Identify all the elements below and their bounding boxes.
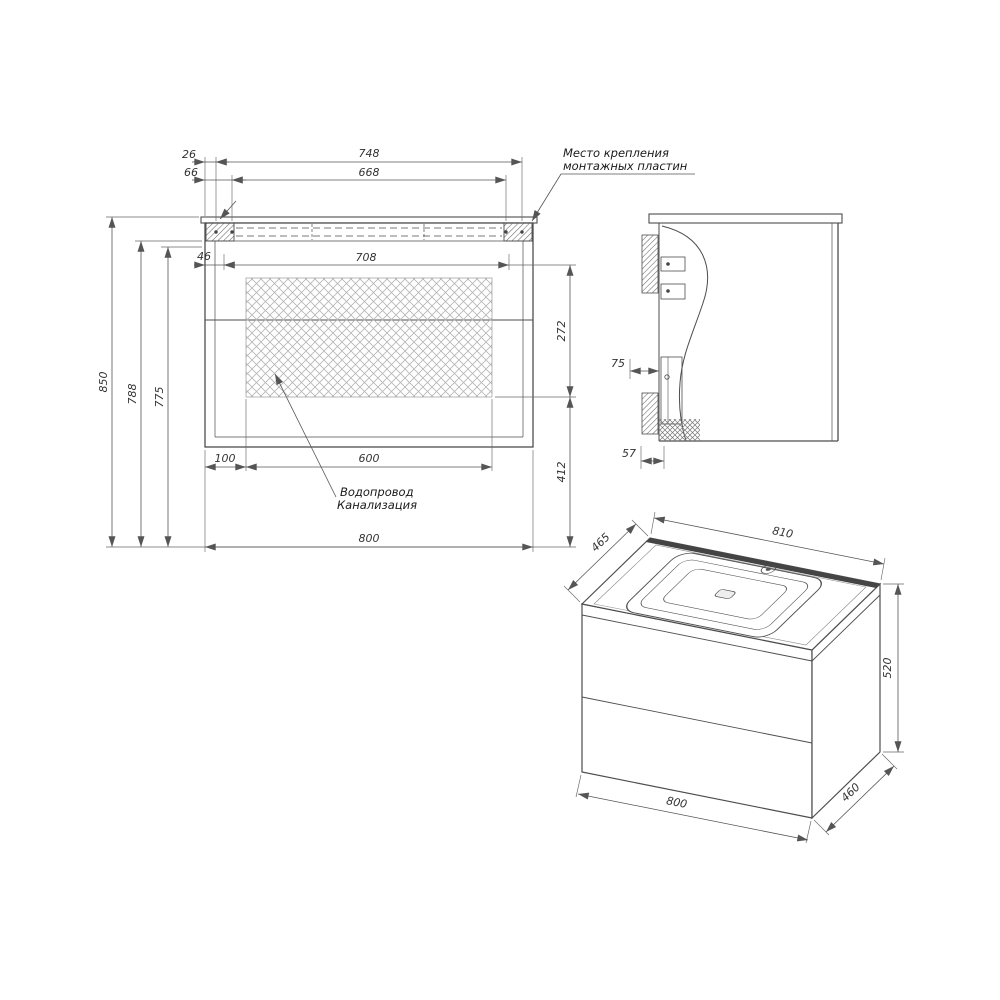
label-mounting-line1: Место крепления — [563, 146, 669, 160]
side-bottom-hatch — [659, 419, 700, 441]
mounting-plate-right — [503, 222, 533, 242]
side-lower-bracket — [660, 356, 683, 425]
iso-basin — [626, 552, 822, 638]
dim-668: 668 — [359, 166, 380, 179]
dim-600: 600 — [359, 452, 380, 465]
dim-708: 708 — [356, 251, 377, 264]
dim-75: 75 — [611, 357, 625, 370]
dim-810: 810 — [771, 524, 794, 541]
dim-272: 272 — [555, 321, 568, 342]
mounting-annotation: Место крепления монтажных пластин — [219, 146, 695, 222]
dim-850: 850 — [97, 372, 110, 393]
front-view: 26 748 66 668 46 708 — [97, 146, 695, 552]
isometric-view: 465 810 520 800 460 — [563, 511, 904, 844]
side-wall-plate-top — [641, 234, 659, 294]
dim-row-second: 66 668 — [184, 166, 507, 221]
dim-iso-800: 800 — [665, 794, 688, 811]
plumbing-annotation: Водопровод Канализация — [274, 373, 417, 512]
side-view: 75 57 — [611, 213, 843, 469]
countertop-front — [200, 216, 538, 224]
dim-side-75: 75 — [611, 357, 659, 379]
dim-iso-810: 810 — [650, 511, 886, 581]
dim-bottom: 100 600 800 — [204, 399, 534, 552]
dim-788: 788 — [126, 384, 139, 405]
dim-26: 26 — [182, 148, 196, 161]
dim-46: 46 — [197, 250, 211, 263]
dim-row-top: 26 748 — [182, 147, 523, 221]
side-countertop — [648, 213, 843, 224]
dim-left-heights: 850 788 775 — [97, 216, 576, 548]
dim-iso-520: 520 — [881, 583, 904, 753]
label-plumbing-line2: Канализация — [337, 498, 417, 512]
label-mounting-line2: монтажных пластин — [563, 159, 688, 173]
dim-side-57: 57 — [622, 446, 665, 469]
dim-iso-800: 800 — [575, 774, 812, 844]
dim-465: 465 — [589, 531, 613, 555]
plumbing-zone-hatch — [245, 277, 493, 398]
side-profile-curve — [661, 225, 709, 442]
dim-57: 57 — [622, 447, 636, 460]
dim-800: 800 — [359, 532, 380, 545]
drain-hole — [714, 589, 736, 599]
mounting-plate-left — [205, 222, 235, 242]
dim-775: 775 — [153, 387, 166, 408]
dim-right-heights: 272 412 — [495, 265, 576, 547]
dim-520: 520 — [881, 658, 894, 679]
dim-748: 748 — [359, 147, 380, 160]
dim-66: 66 — [184, 166, 198, 179]
dim-100: 100 — [215, 452, 236, 465]
dim-412: 412 — [555, 462, 568, 483]
label-plumbing-line1: Водопровод — [340, 485, 414, 499]
dim-row-inner: 46 708 — [194, 250, 576, 270]
side-wall-plate-bottom — [641, 392, 659, 435]
